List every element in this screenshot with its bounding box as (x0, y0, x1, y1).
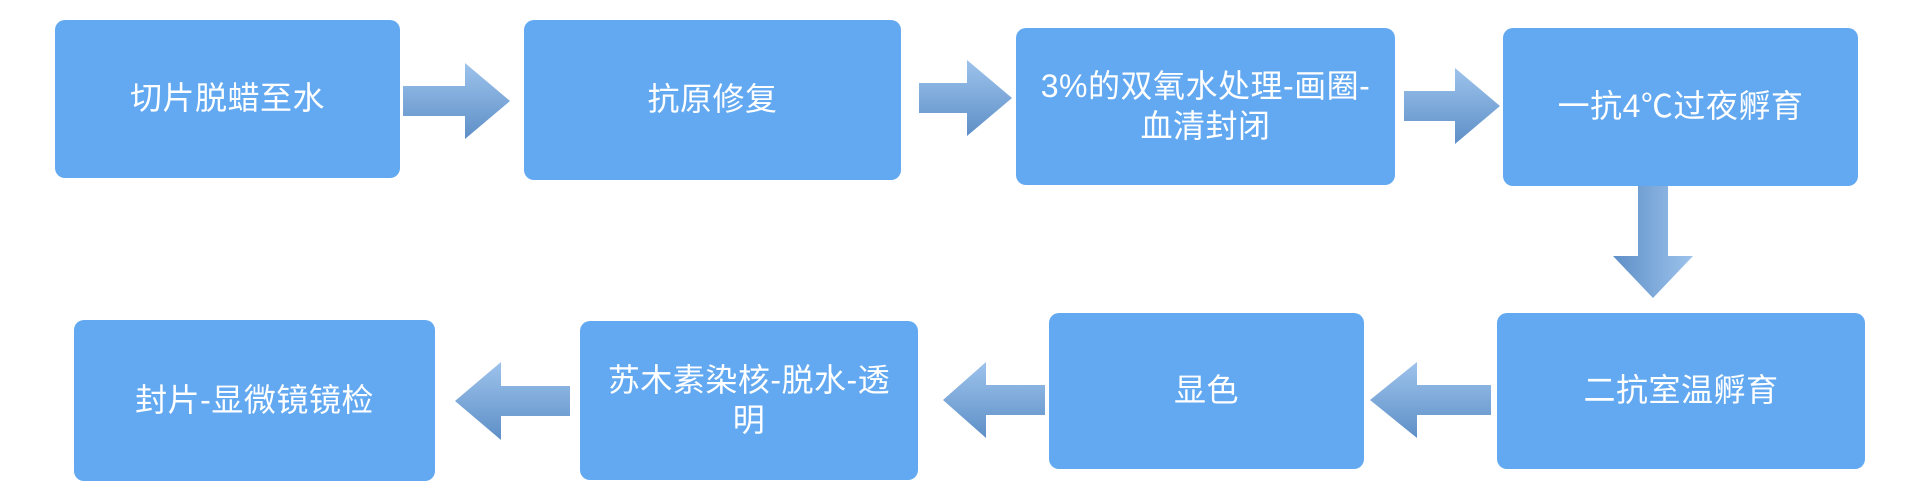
step-secondary-antibody-incubation-label: 二抗室温孵育 (1583, 372, 1779, 409)
step-dewaxing-box: 切片脱蜡至水 (55, 20, 400, 178)
step-color-development-box: 显色 (1049, 313, 1364, 469)
arrow-left-icon-2 (943, 362, 1045, 438)
step-secondary-antibody-incubation-box: 二抗室温孵育 (1497, 313, 1865, 469)
step-antigen-retrieval-label: 抗原修复 (647, 81, 778, 118)
step-mounting-microscopy-box: 封片-显微镜镜检 (74, 320, 435, 481)
arrow-right-icon-3 (1404, 68, 1500, 144)
arrow-left-icon-3 (455, 362, 570, 440)
arrow-left-icon-1 (1370, 362, 1491, 438)
step-hematoxylin-dehydration-clearing-label: 苏木素染核-脱水-透 明 (607, 362, 891, 438)
step-primary-antibody-incubation-box: 一抗4℃过夜孵育 (1503, 28, 1858, 186)
step-dewaxing-label: 切片脱蜡至水 (129, 80, 325, 117)
arrow-right-icon-1 (403, 63, 510, 139)
step-peroxide-circle-serum-block-box: 3%的双氧水处理-画圈- 血清封闭 (1016, 28, 1395, 185)
arrow-right-icon-2 (919, 60, 1012, 136)
step-hematoxylin-dehydration-clearing-box: 苏木素染核-脱水-透 明 (580, 321, 918, 480)
step-primary-antibody-incubation-label: 一抗4℃过夜孵育 (1557, 88, 1804, 125)
step-mounting-microscopy-label: 封片-显微镜镜检 (135, 381, 374, 418)
step-color-development-label: 显色 (1173, 372, 1239, 409)
arrow-down-icon (1613, 186, 1693, 298)
step-antigen-retrieval-box: 抗原修复 (524, 20, 901, 180)
step-peroxide-circle-serum-block-label: 3%的双氧水处理-画圈- 血清封闭 (1040, 68, 1371, 144)
